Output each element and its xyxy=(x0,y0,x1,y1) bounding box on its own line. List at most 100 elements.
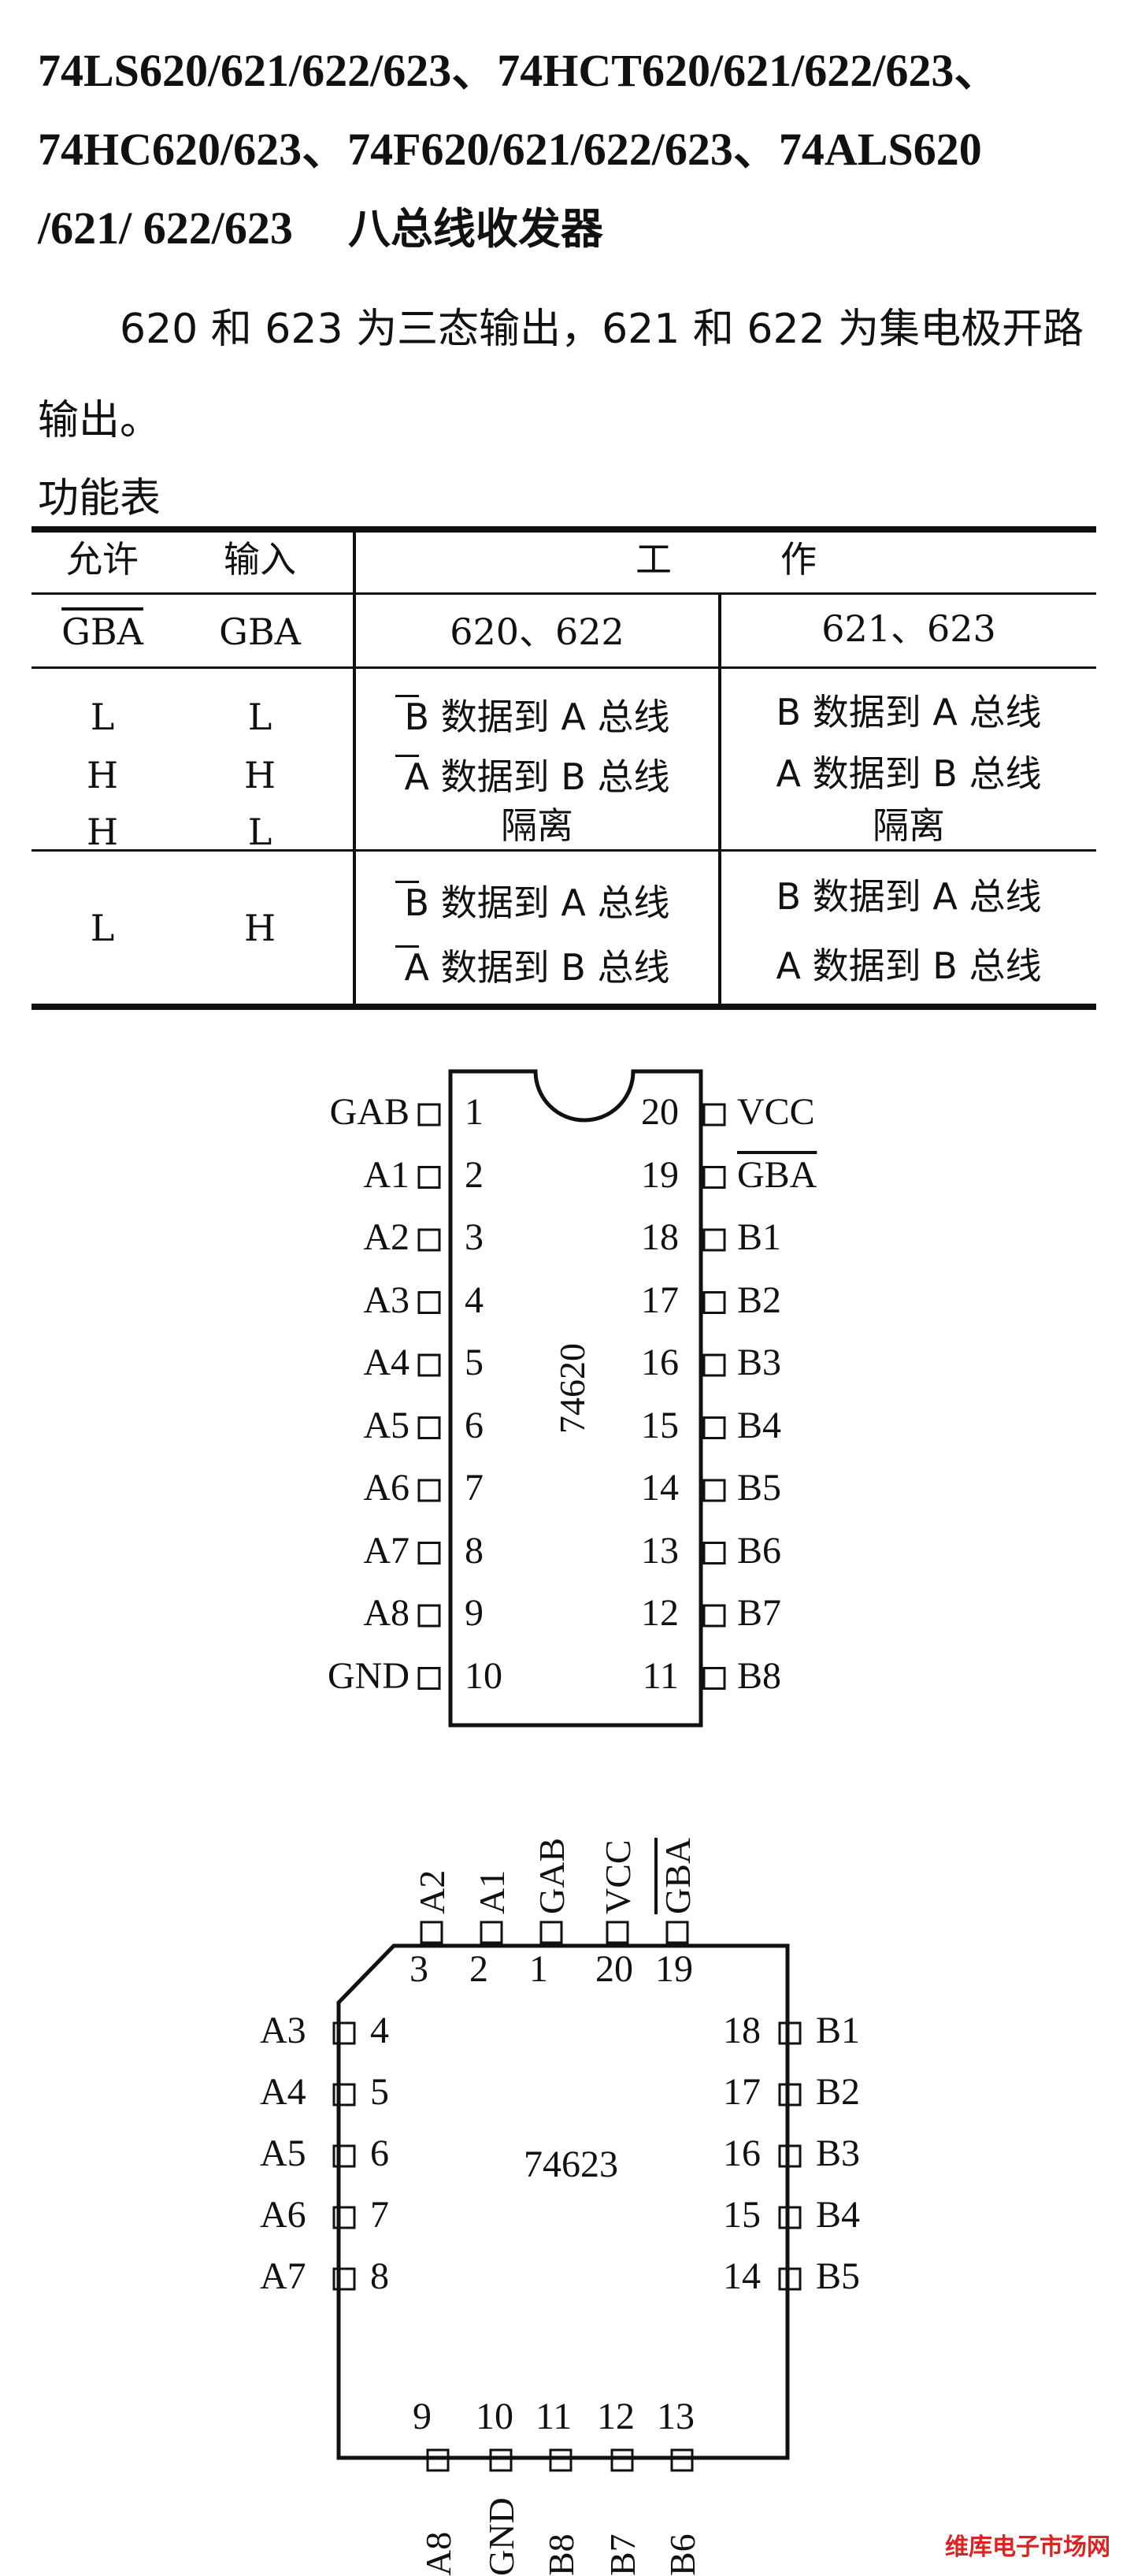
sub-gba: GBA xyxy=(219,611,301,653)
table-vline-2 xyxy=(718,592,721,1010)
plcc-pin-name-bottom: B6 xyxy=(662,2533,702,2576)
plcc-pin-box-top xyxy=(420,1921,443,1944)
table-subheader-rule xyxy=(32,666,1096,669)
dip-pin-box-left xyxy=(417,1291,441,1314)
overbar-row2 xyxy=(395,755,419,757)
dip-pin-number-left: 9 xyxy=(465,1592,484,1634)
dip-pin-number-right: 16 xyxy=(641,1342,679,1383)
plcc-pin-number-bottom: 13 xyxy=(657,2396,695,2437)
row3-enable: H xyxy=(86,811,119,853)
row4-621-line2: A 数据到 B 总线 xyxy=(776,945,1042,987)
plcc-pin-name-top: VCC xyxy=(598,1839,638,1914)
plcc-pin-number-top: 20 xyxy=(595,1948,633,1990)
dip-pin-name-right: GBA xyxy=(737,1153,817,1196)
dip-pin-number-left: 3 xyxy=(465,1216,484,1258)
plcc-pin-number-top: 3 xyxy=(410,1948,428,1990)
plcc-pin-box-left xyxy=(332,2144,356,2168)
plcc-pin-number-right: 16 xyxy=(723,2132,761,2174)
dip-pin-box-left xyxy=(417,1667,441,1690)
plcc-pin-name-top: A2 xyxy=(412,1869,452,1914)
plcc-pin-box-bottom xyxy=(426,2448,450,2472)
table-header-rule xyxy=(32,592,1096,595)
plcc-pin-name-bottom: B7 xyxy=(602,2533,643,2576)
dip-pin-number-right: 17 xyxy=(641,1279,679,1321)
plcc-pin-name-right: B5 xyxy=(816,2255,861,2297)
dip-pin-box-right xyxy=(702,1667,726,1690)
row4-input: H xyxy=(243,907,276,949)
title-line-1: 74LS620/621/622/623、74HCT620/621/622/623… xyxy=(38,45,1000,96)
dip-pin-number-right: 18 xyxy=(641,1216,679,1258)
dip-pin-box-left xyxy=(417,1103,441,1127)
dip-pin-name-right: B7 xyxy=(737,1592,782,1634)
plcc-pin-name-top: GBA xyxy=(658,1837,698,1914)
dip-pin-box-right xyxy=(702,1604,726,1628)
row4-620-line1: B 数据到 A 总线 xyxy=(404,882,670,924)
dip-pin-box-left xyxy=(417,1604,441,1628)
dip-pin-name-right: B5 xyxy=(737,1467,782,1509)
plcc-pin-name-left: A3 xyxy=(260,2010,306,2051)
dip-pin-box-right xyxy=(702,1103,726,1127)
col-work-header: 工 作 xyxy=(636,538,817,581)
plcc-pin-box-top xyxy=(480,1921,503,1944)
dip-pin-box-right xyxy=(702,1479,726,1502)
col-input-header: 输入 xyxy=(224,538,296,581)
table-vline-1 xyxy=(353,526,356,1010)
plcc-pin-number-right: 15 xyxy=(723,2194,761,2236)
plcc-pin-name-top: A1 xyxy=(472,1869,512,1914)
plcc-pin-name-right: B2 xyxy=(816,2071,861,2113)
plcc-pin-box-top xyxy=(665,1921,689,1944)
plcc-pin-box-right xyxy=(778,2083,802,2106)
plcc-pin-box-right xyxy=(778,2144,802,2168)
dip-pin-name-left: A7 xyxy=(363,1529,410,1572)
dip-pin-name-left: A8 xyxy=(363,1592,410,1634)
row2-input: H xyxy=(243,754,276,796)
dip-pin-number-right: 14 xyxy=(641,1467,679,1509)
plcc-pin-name-left: A4 xyxy=(260,2071,306,2113)
plcc-pin-name-right: B4 xyxy=(816,2194,861,2236)
dip-pin-name-left: A1 xyxy=(363,1153,410,1196)
plcc-pin-number-top: 2 xyxy=(469,1948,488,1990)
function-table-title: 功能表 xyxy=(38,475,161,522)
dip-pin-box-left xyxy=(417,1166,441,1189)
dip-pin-number-left: 5 xyxy=(465,1342,484,1383)
plcc-pin-number-bottom: 12 xyxy=(597,2396,635,2437)
row1-enable: L xyxy=(90,696,115,738)
plcc-pin-number-top: 1 xyxy=(529,1948,548,1990)
watermark-logo: 维库电子市场网 xyxy=(945,2533,1110,2561)
dip-pin-box-right xyxy=(702,1291,726,1314)
dip-pin-name-right: B2 xyxy=(737,1279,782,1321)
dip-pin-number-left: 2 xyxy=(465,1153,484,1196)
dip-pin-box-right xyxy=(702,1542,726,1565)
dip-pin-name-left: A6 xyxy=(363,1467,410,1509)
dip-pin-box-left xyxy=(417,1479,441,1502)
plcc-pin-box-left xyxy=(332,2206,356,2229)
title-device-name: 八总线收发器 xyxy=(347,204,603,254)
plcc-pin-number-left: 6 xyxy=(370,2132,389,2174)
dip-pin-name-right: B1 xyxy=(737,1216,782,1258)
row2-enable: H xyxy=(86,754,119,796)
plcc-pin-box-top xyxy=(606,1921,629,1944)
row3-input: L xyxy=(247,811,272,853)
row2-621: A 数据到 B 总线 xyxy=(776,752,1042,795)
plcc-pin-name-left: A6 xyxy=(260,2194,306,2236)
dip-pin-name-right: B6 xyxy=(737,1529,782,1572)
plcc-pin-box-bottom xyxy=(549,2448,573,2472)
title-line-3: /621/ 622/623 xyxy=(38,202,293,254)
dip-pin-box-right xyxy=(702,1353,726,1377)
row1-620: B 数据到 A 总线 xyxy=(404,696,670,738)
table-top-rule xyxy=(32,526,1096,533)
dip-pin-box-left xyxy=(417,1353,441,1377)
dip-pin-box-right xyxy=(702,1166,726,1189)
plcc-pin-box-left xyxy=(332,2267,356,2291)
plcc-pin-box-bottom xyxy=(670,2448,694,2472)
dip-pin-number-right: 13 xyxy=(641,1529,679,1572)
overbar-row1 xyxy=(395,695,419,697)
dip-pin-name-right: VCC xyxy=(737,1091,815,1133)
plcc-pin-name-top: GAB xyxy=(532,1837,572,1914)
plcc-pin-number-right: 17 xyxy=(723,2071,761,2113)
plcc-pin-number-bottom: 11 xyxy=(536,2396,573,2437)
row3-620: 隔离 xyxy=(501,804,573,847)
dip-pin-number-left: 6 xyxy=(465,1404,484,1446)
